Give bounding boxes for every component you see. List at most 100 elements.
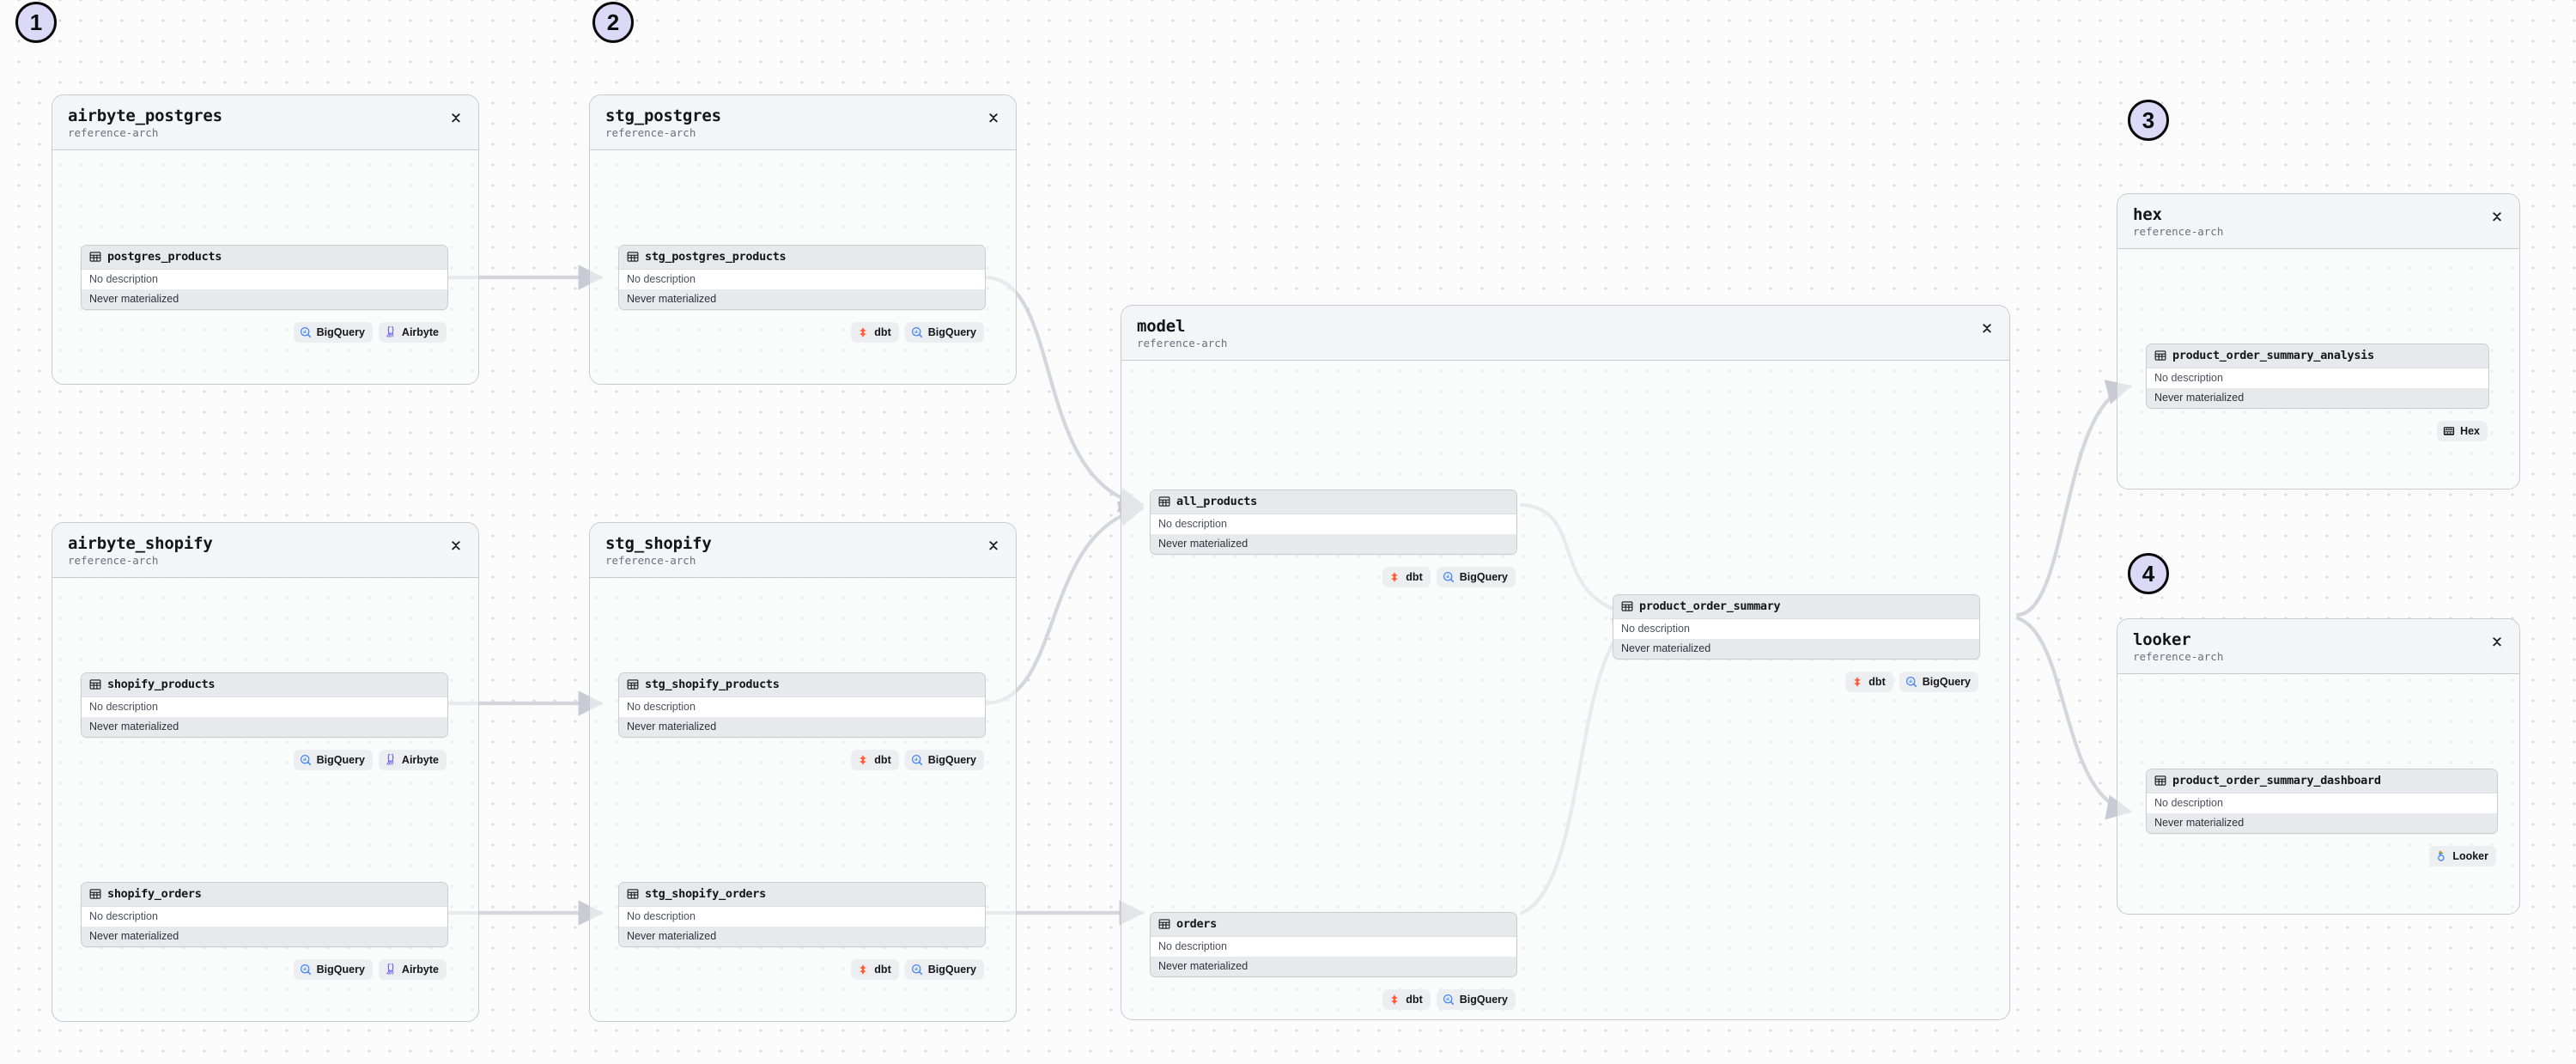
asset-node-description-product_order_summary_analysis: No description	[2147, 368, 2488, 389]
asset-node-description-orders: No description	[1151, 937, 1516, 958]
integration-badge-dbt-stg_shopify_orders[interactable]: dbt	[851, 959, 899, 981]
asset-group-header-hex[interactable]: hex reference-arch	[2117, 194, 2519, 250]
asset-node-stg_postgres_products[interactable]: stg_postgres_products No description Nev…	[618, 245, 986, 311]
asset-node-header-stg_postgres_products[interactable]: stg_postgres_products	[619, 246, 985, 271]
integration-badge-bigquery-shopify_orders[interactable]: BigQuery	[293, 959, 373, 981]
asset-group-header-model[interactable]: model reference-arch	[1121, 306, 2009, 362]
asset-group-header-stg_shopify[interactable]: stg_shopify reference-arch	[590, 523, 1016, 579]
asset-group-titles: airbyte_shopify reference-arch	[68, 534, 213, 567]
step-badge-3: 3	[2128, 100, 2169, 141]
asset-node-product_order_summary_analysis[interactable]: product_order_summary_analysis No descri…	[2146, 344, 2489, 410]
asset-node-shopify_products[interactable]: shopify_products No description Never ma…	[81, 672, 448, 739]
integration-badges-postgres_products: BigQuery Airbyte	[293, 322, 447, 344]
bigquery-icon	[1443, 994, 1455, 1006]
table-icon	[2154, 775, 2166, 787]
integration-badge-label: BigQuery	[316, 964, 365, 976]
table-icon	[1158, 918, 1170, 930]
integration-badge-label: BigQuery	[927, 326, 976, 339]
dbt-icon	[1851, 676, 1863, 688]
integration-badge-airbyte-shopify_orders[interactable]: Airbyte	[378, 959, 447, 981]
chevrons-collapse-icon-airbyte_postgres[interactable]	[449, 110, 463, 125]
integration-badge-bigquery-all_products[interactable]: BigQuery	[1436, 567, 1516, 588]
integration-badge-bigquery-orders[interactable]: BigQuery	[1436, 989, 1516, 1011]
bigquery-icon	[300, 964, 312, 976]
integration-badge-airbyte-shopify_products[interactable]: Airbyte	[378, 750, 447, 771]
asset-group-header-stg_postgres[interactable]: stg_postgres reference-arch	[590, 95, 1016, 151]
bigquery-icon	[911, 326, 923, 338]
asset-group-body-stg_postgres: stg_postgres_products No description Nev…	[590, 150, 1016, 384]
asset-group-titles: looker reference-arch	[2133, 630, 2224, 663]
integration-badge-dbt-all_products[interactable]: dbt	[1382, 567, 1431, 588]
asset-node-stg_shopify_products[interactable]: stg_shopify_products No description Neve…	[618, 672, 986, 739]
asset-node-header-shopify_products[interactable]: shopify_products	[82, 673, 447, 698]
asset-node-header-product_order_summary[interactable]: product_order_summary	[1613, 595, 1979, 620]
integration-badge-airbyte-postgres_products[interactable]: Airbyte	[378, 322, 447, 344]
asset-group-header-airbyte_postgres[interactable]: airbyte_postgres reference-arch	[52, 95, 478, 151]
integration-badges-shopify_products: BigQuery Airbyte	[293, 750, 447, 771]
chevrons-collapse-icon-hex[interactable]	[2490, 209, 2504, 224]
asset-group-subtitle-looker: reference-arch	[2133, 649, 2224, 663]
asset-node-header-shopify_orders[interactable]: shopify_orders	[82, 883, 447, 908]
chevrons-collapse-icon-stg_postgres[interactable]	[987, 110, 1000, 125]
asset-group-airbyte_shopify[interactable]: airbyte_shopify reference-arch	[52, 522, 479, 1022]
asset-node-orders[interactable]: orders No description Never materialized	[1150, 912, 1517, 978]
asset-group-header-looker[interactable]: looker reference-arch	[2117, 619, 2519, 675]
asset-node-name-orders: orders	[1176, 917, 1217, 932]
integration-badge-bigquery-postgres_products[interactable]: BigQuery	[293, 322, 373, 344]
asset-node-product_order_summary_dashboard[interactable]: product_order_summary_dashboard No descr…	[2146, 769, 2498, 835]
dbt-icon	[1388, 571, 1400, 583]
chevrons-collapse-icon-airbyte_shopify[interactable]	[449, 538, 463, 553]
asset-node-header-product_order_summary_analysis[interactable]: product_order_summary_analysis	[2147, 344, 2488, 369]
asset-node-materialization-stg_postgres_products: Never materialized	[619, 289, 985, 310]
asset-group-title-stg_shopify: stg_shopify	[605, 534, 712, 553]
asset-node-header-orders[interactable]: orders	[1151, 913, 1516, 938]
asset-group-titles: hex reference-arch	[2133, 205, 2223, 238]
asset-node-all_products[interactable]: all_products No description Never materi…	[1150, 489, 1517, 556]
asset-node-header-all_products[interactable]: all_products	[1151, 490, 1516, 515]
integration-badge-bigquery-stg_shopify_orders[interactable]: BigQuery	[904, 959, 984, 981]
integration-badge-looker-product_order_summary_dashboard[interactable]: Looker	[2429, 846, 2496, 867]
chevrons-collapse-icon-model[interactable]	[1980, 320, 1994, 336]
asset-node-materialization-stg_shopify_products: Never materialized	[619, 717, 985, 738]
asset-group-looker[interactable]: looker reference-arch p	[2117, 618, 2520, 915]
asset-group-stg_shopify[interactable]: stg_shopify reference-arch	[589, 522, 1017, 1022]
integration-badge-label: BigQuery	[1459, 994, 1508, 1006]
table-icon	[89, 251, 101, 263]
asset-node-stg_shopify_orders[interactable]: stg_shopify_orders No description Never …	[618, 882, 986, 948]
asset-group-stg_postgres[interactable]: stg_postgres reference-arch	[589, 94, 1017, 385]
asset-node-header-stg_shopify_products[interactable]: stg_shopify_products	[619, 673, 985, 698]
asset-node-header-stg_shopify_orders[interactable]: stg_shopify_orders	[619, 883, 985, 908]
asset-node-shopify_orders[interactable]: shopify_orders No description Never mate…	[81, 882, 448, 948]
asset-group-titles: stg_postgres reference-arch	[605, 106, 721, 139]
integration-badge-dbt-product_order_summary[interactable]: dbt	[1845, 672, 1893, 693]
asset-group-airbyte_postgres[interactable]: airbyte_postgres reference-arch	[52, 94, 479, 385]
integration-badge-dbt-stg_shopify_products[interactable]: dbt	[851, 750, 899, 771]
asset-group-hex[interactable]: hex reference-arch prod	[2117, 193, 2520, 489]
asset-group-model[interactable]: model reference-arch al	[1121, 305, 2010, 1020]
chevrons-collapse-icon-looker[interactable]	[2490, 634, 2504, 649]
hex-icon	[2443, 425, 2455, 437]
integration-badge-hex-product_order_summary_analysis[interactable]: Hex	[2437, 421, 2488, 442]
asset-node-header-product_order_summary_dashboard[interactable]: product_order_summary_dashboard	[2147, 769, 2497, 794]
integration-badge-bigquery-shopify_products[interactable]: BigQuery	[293, 750, 373, 771]
integration-badge-dbt-stg_postgres_products[interactable]: dbt	[851, 322, 899, 344]
asset-node-product_order_summary[interactable]: product_order_summary No description Nev…	[1613, 594, 1980, 660]
integration-badge-label: dbt	[874, 754, 891, 767]
asset-group-titles: model reference-arch	[1137, 317, 1227, 350]
integration-badge-dbt-orders[interactable]: dbt	[1382, 989, 1431, 1011]
chevrons-collapse-icon-stg_shopify[interactable]	[987, 538, 1000, 553]
table-icon	[1621, 600, 1633, 612]
integration-badge-bigquery-stg_postgres_products[interactable]: BigQuery	[904, 322, 984, 344]
integration-badge-label: dbt	[1406, 994, 1423, 1006]
integration-badges-product_order_summary_dashboard: Looker	[2429, 846, 2496, 867]
asset-node-postgres_products[interactable]: postgres_products No description Never m…	[81, 245, 448, 311]
integration-badge-bigquery-product_order_summary[interactable]: BigQuery	[1899, 672, 1978, 693]
integration-badge-label: BigQuery	[1459, 571, 1508, 584]
integration-badges-orders: dbt BigQuery	[1382, 989, 1516, 1011]
integration-badge-bigquery-stg_shopify_products[interactable]: BigQuery	[904, 750, 984, 771]
asset-node-name-shopify_products: shopify_products	[107, 678, 216, 692]
asset-node-header-postgres_products[interactable]: postgres_products	[82, 246, 447, 271]
dbt-icon	[857, 754, 869, 766]
asset-group-header-airbyte_shopify[interactable]: airbyte_shopify reference-arch	[52, 523, 478, 579]
